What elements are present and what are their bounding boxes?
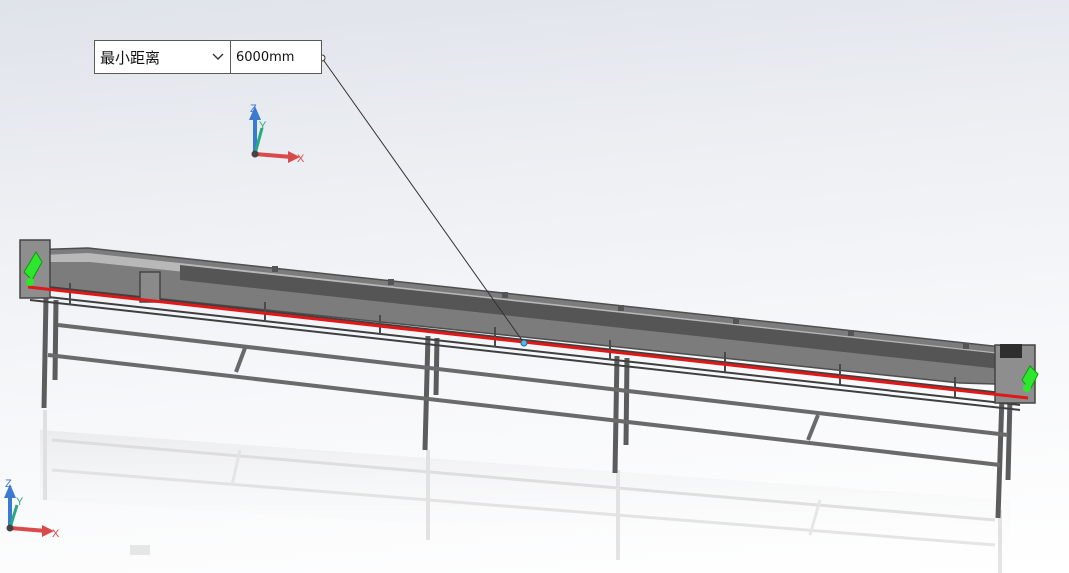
drive-bracket bbox=[139, 271, 161, 303]
measure-value-field[interactable]: 6000mm bbox=[236, 49, 295, 65]
motor-unit bbox=[1000, 344, 1022, 358]
measure-mode-label: 最小距离 bbox=[100, 48, 161, 67]
callout-leader-target bbox=[520, 339, 528, 347]
triad-y-label: Y bbox=[16, 496, 24, 508]
callout-leader-line bbox=[321, 57, 525, 344]
triad-x-label: X bbox=[52, 528, 60, 540]
measure-endpoint-icon[interactable] bbox=[1021, 365, 1039, 392]
triad-y-label: Y bbox=[259, 120, 267, 132]
measure-mode-dropdown[interactable]: 最小距离 bbox=[95, 41, 231, 73]
conveyor-belt-surface bbox=[180, 265, 1010, 370]
frame-braces bbox=[234, 347, 820, 441]
lower-rails bbox=[47, 323, 1009, 467]
measure-endpoint-icon[interactable] bbox=[23, 251, 43, 286]
triad-z-label: Z bbox=[5, 478, 12, 490]
frame-legs bbox=[41, 297, 1013, 519]
coordinate-triad-icon: Z X Y bbox=[4, 478, 60, 540]
floor-reflection bbox=[40, 410, 1010, 573]
coordinate-triad-icon: Z X Y bbox=[249, 103, 305, 165]
measurement-callout: 最小距离 6000mm bbox=[94, 40, 322, 74]
triad-z-label: Z bbox=[250, 103, 257, 115]
triad-x-label: X bbox=[297, 153, 305, 165]
top-brackets bbox=[272, 266, 969, 349]
measurement-line[interactable] bbox=[27, 285, 1029, 400]
chevron-down-icon[interactable] bbox=[212, 51, 224, 63]
